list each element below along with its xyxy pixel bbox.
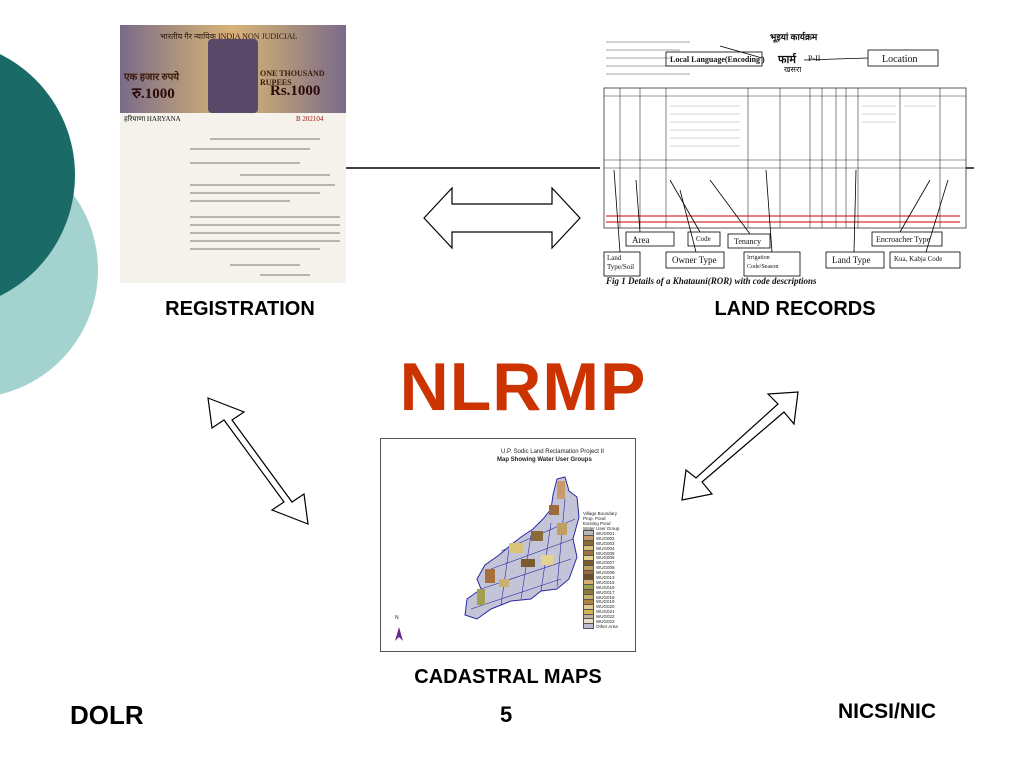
map-region [531, 531, 543, 541]
legend-top-item: Water User Group [583, 526, 620, 531]
legend-label: WUG019 [596, 599, 615, 605]
double-arrow-horizontal-icon [423, 186, 581, 250]
north-arrow-icon [393, 623, 405, 643]
label-registration: REGISTRATION [165, 298, 315, 320]
legend-label: WUG008 [596, 565, 615, 571]
land-record-document: भूइयां कार्यक्रम फार्म P-II खसरा [600, 30, 970, 288]
legend-label: WUG001 [596, 530, 615, 536]
stamp-body-text [190, 138, 340, 276]
emblem-icon [208, 39, 258, 113]
legend-label: WUG013 [596, 574, 615, 580]
stamp-serial: B 202104 [296, 115, 324, 123]
callout-land-type-soil: Land Type/Soil [607, 254, 635, 271]
legend-label: Other Area [596, 623, 618, 629]
map-region [509, 543, 523, 553]
double-arrow-diagonal-left-icon [207, 397, 309, 525]
north-label: N [395, 615, 399, 621]
legend-label: WUG003 [596, 540, 615, 546]
callout-land-type: Land Type [832, 255, 871, 265]
legend-top-item: Village Boundary [583, 511, 617, 516]
map-region [485, 569, 495, 583]
legend-label: WUG007 [596, 560, 615, 566]
doc-form-number: P-II [808, 54, 821, 63]
doc-khasra: खसरा [784, 65, 802, 74]
cadastral-map-image: U.P. Sodic Land Reclamation Project II M… [380, 438, 636, 652]
map-region [557, 481, 565, 499]
map-region [557, 523, 567, 535]
map-region [521, 559, 535, 567]
legend-label: WUG004 [596, 545, 615, 551]
stamp-value-hindi: एक हजार रुपये [124, 72, 180, 83]
legend-swatch [583, 623, 594, 630]
footer-left: DOLR [70, 700, 144, 730]
doc-form-label: फार्म [778, 54, 796, 66]
doc-heading: भूइयां कार्यक्रम [770, 32, 818, 42]
dark-teal-circle [0, 54, 75, 296]
legend-label: WUG022 [596, 614, 615, 620]
double-arrow-diagonal-right-icon [681, 391, 799, 501]
legend-label: WUG020 [596, 604, 615, 610]
legend-label: WUG002 [596, 535, 615, 541]
page-number: 5 [500, 702, 513, 727]
callout-local-language: Local Language(Encoding ) [670, 55, 765, 64]
map-region [477, 589, 485, 605]
legend-label: WUG018 [596, 594, 615, 600]
callout-owner-type: Owner Type [672, 255, 717, 265]
legend-label: WUG006 [596, 555, 615, 561]
legend-label: WUG016 [596, 584, 615, 590]
callout-tenancy: Tenancy [734, 237, 761, 246]
map-region [549, 505, 559, 515]
map-shapes [464, 476, 580, 620]
callout-kua-kabja: Kua, Kabja Code [894, 255, 943, 263]
page-title: NLRMP [399, 349, 647, 425]
doc-caption: Fig 1 Details of a Khatauni(ROR) with co… [606, 276, 817, 286]
map-region [541, 555, 553, 565]
legend-top-item: Existing Pond [583, 521, 611, 526]
legend-label: WUG015 [596, 579, 615, 585]
map-region [499, 579, 509, 587]
legend-label: WUG021 [596, 609, 615, 615]
legend-label: WUG023 [596, 618, 615, 624]
stamp-header-text: भारतीय गैर न्यायिक INDIA NON JUDICIAL [160, 32, 298, 41]
decorative-circles [0, 54, 98, 395]
label-cadastral-maps: CADASTRAL MAPS [414, 666, 602, 688]
legend-item: Other Area [583, 623, 633, 630]
callout-encroacher-type: Encroacher Type [876, 235, 931, 244]
legend-label: WUG017 [596, 589, 615, 595]
stamp-paper-image: भारतीय गैर न्यायिक INDIA NON JUDICIAL एक… [120, 25, 346, 283]
map-title-line1: U.P. Sodic Land Reclamation Project II [501, 449, 604, 455]
footer-right: NICSI/NIC [838, 700, 937, 723]
legend-label: WUG009 [596, 570, 615, 576]
stamp-state: हरियाणा HARYANA [124, 115, 181, 123]
doc-table-graphic [603, 41, 967, 277]
callout-irrigation: Irrigation Code/Season [747, 255, 779, 270]
label-land-records: LAND RECORDS [714, 298, 876, 320]
stamp-value-english: ONE THOUSAND RUPEES [260, 69, 325, 87]
callout-code: Code [696, 235, 711, 243]
legend-top-item: Prop. Pond [583, 516, 606, 521]
callout-area: Area [632, 235, 650, 245]
legend-label: WUG005 [596, 550, 615, 556]
stamp-amount-left: रु.1000 [132, 86, 175, 102]
callout-location: Location [882, 54, 918, 65]
stamp-amount-right: Rs.1000 [270, 83, 321, 99]
map-title-line2: Map Showing Water User Groups [497, 457, 592, 463]
